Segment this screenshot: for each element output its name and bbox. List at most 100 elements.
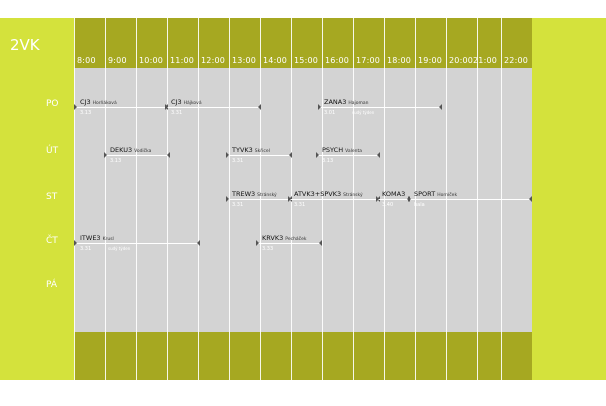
hour-label: 17:00 bbox=[356, 56, 381, 65]
hour-gridline bbox=[198, 18, 199, 380]
start-marker-icon bbox=[165, 104, 168, 110]
lesson-room: hala bbox=[414, 202, 425, 208]
start-marker-icon bbox=[316, 152, 319, 158]
lesson-room: 3.31 bbox=[80, 246, 92, 252]
end-marker-icon bbox=[377, 152, 380, 158]
lesson-duration-line bbox=[378, 199, 408, 200]
hour-label: 16:00 bbox=[325, 56, 350, 65]
lesson-duration-line bbox=[76, 243, 198, 244]
start-marker-icon bbox=[408, 196, 411, 202]
hour-gridline bbox=[74, 18, 75, 380]
schedule-grid bbox=[74, 68, 532, 332]
hour-gridline bbox=[167, 18, 168, 380]
lesson-room: 3.13 bbox=[322, 158, 334, 164]
lesson-room: 3.31 bbox=[171, 110, 183, 116]
day-label-ut: ÚT bbox=[46, 146, 59, 156]
lesson-room: 3.01 bbox=[324, 110, 336, 116]
timetable: 2VK 8:00 9:00 10:00 11:00 12:00 13:00 14… bbox=[0, 18, 606, 380]
hour-label: 13:00 bbox=[232, 56, 257, 65]
start-marker-icon bbox=[376, 196, 379, 202]
day-label-st: ST bbox=[46, 192, 58, 202]
start-marker-icon bbox=[288, 196, 291, 202]
end-marker-icon bbox=[439, 104, 442, 110]
footer-band bbox=[74, 332, 532, 380]
hours-header bbox=[74, 18, 532, 68]
lesson-duration-line bbox=[290, 199, 378, 200]
lesson-block[interactable]: KOMA3 3.40 bbox=[376, 190, 410, 210]
start-marker-icon bbox=[74, 240, 77, 246]
lesson-room: 3.40 bbox=[382, 202, 394, 208]
end-marker-icon bbox=[319, 240, 322, 246]
hour-label: 11:00 bbox=[170, 56, 195, 65]
hour-label: 15:00 bbox=[294, 56, 319, 65]
day-label-po: PO bbox=[46, 99, 59, 109]
lesson-duration-line bbox=[228, 199, 290, 200]
lesson-room: 3.31 bbox=[232, 158, 244, 164]
lesson-duration-line bbox=[167, 107, 259, 108]
hour-label: 9:00 bbox=[108, 56, 127, 65]
hour-label: 8:00 bbox=[77, 56, 96, 65]
end-marker-icon bbox=[197, 240, 200, 246]
hour-gridline bbox=[105, 18, 106, 380]
lesson-room: 3.31 bbox=[232, 202, 244, 208]
lesson-duration-line bbox=[320, 107, 440, 108]
class-title: 2VK bbox=[10, 36, 40, 54]
hour-label: 10:00 bbox=[139, 56, 164, 65]
lesson-duration-line bbox=[410, 199, 530, 200]
day-label-pa: PÁ bbox=[46, 280, 58, 290]
hour-gridline bbox=[136, 18, 137, 380]
hour-label: 12:00 bbox=[201, 56, 226, 65]
lesson-title: KOMA3 bbox=[382, 190, 406, 198]
lesson-duration-line bbox=[76, 107, 166, 108]
day-label-ct: ČT bbox=[46, 236, 58, 246]
hour-label: 18:00 bbox=[387, 56, 412, 65]
lesson-room: 3.13 bbox=[110, 158, 122, 164]
lesson-room: 3.13 bbox=[80, 110, 92, 116]
end-marker-icon bbox=[289, 152, 292, 158]
hour-label: 19:00 bbox=[418, 56, 443, 65]
hour-label: 20:00 bbox=[449, 56, 474, 65]
lesson-duration-line bbox=[106, 155, 168, 156]
hour-label: 21:00 bbox=[473, 56, 498, 65]
left-margin-band bbox=[0, 18, 74, 380]
start-marker-icon bbox=[226, 196, 229, 202]
start-marker-icon bbox=[256, 240, 259, 246]
end-marker-icon bbox=[167, 152, 170, 158]
start-marker-icon bbox=[74, 104, 77, 110]
lesson-duration-line bbox=[228, 155, 290, 156]
lesson-note: sudý týden bbox=[108, 246, 131, 251]
start-marker-icon bbox=[104, 152, 107, 158]
start-marker-icon bbox=[226, 152, 229, 158]
end-marker-icon bbox=[258, 104, 261, 110]
lesson-room: 3.33 bbox=[262, 246, 274, 252]
hour-label: 14:00 bbox=[263, 56, 288, 65]
lesson-note: sudý týden bbox=[352, 110, 375, 115]
start-marker-icon bbox=[318, 104, 321, 110]
lesson-room: 3.31 bbox=[294, 202, 306, 208]
end-marker-icon bbox=[529, 196, 532, 202]
lesson-duration-line bbox=[318, 155, 378, 156]
hour-label: 22:00 bbox=[504, 56, 529, 65]
